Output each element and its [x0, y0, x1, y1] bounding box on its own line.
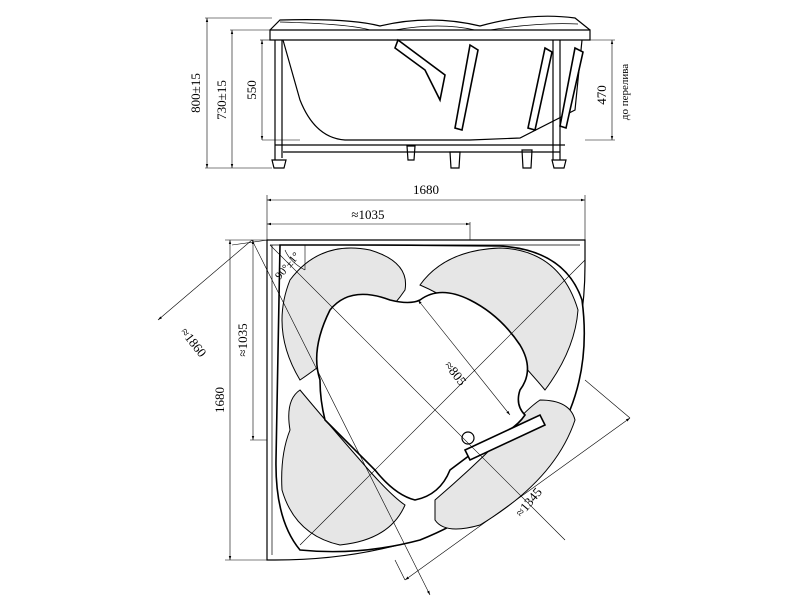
- dim-inner-side-left: ≈1035: [235, 323, 250, 356]
- plan-view: 1680 ≈1035 1680 ≈1035 ≈1860 ≈805 ≈1345 9…: [157, 182, 631, 596]
- dim-body-height: 550: [244, 80, 259, 100]
- dim-overflow-height: 470: [594, 85, 609, 105]
- side-feet: [271, 145, 567, 169]
- side-frame: [274, 40, 565, 160]
- side-rim: [269, 29, 591, 41]
- dim-diagonal: ≈1860: [177, 325, 209, 360]
- plan-petal-bottom-left: [281, 389, 406, 546]
- side-view: 800±15 730±15 550 470 до перелива: [188, 15, 631, 169]
- dim-width: 1680: [413, 182, 439, 197]
- side-tub-body: [282, 39, 583, 141]
- side-rim-shell: [269, 15, 591, 31]
- dim-inner-side-top: ≈1035: [351, 207, 384, 222]
- dim-height: 1680: [212, 387, 227, 413]
- dim-rim-height: 730±15: [214, 80, 229, 120]
- dim-total-height: 800±15: [188, 73, 203, 113]
- dim-overflow-note: до перелива: [619, 64, 631, 120]
